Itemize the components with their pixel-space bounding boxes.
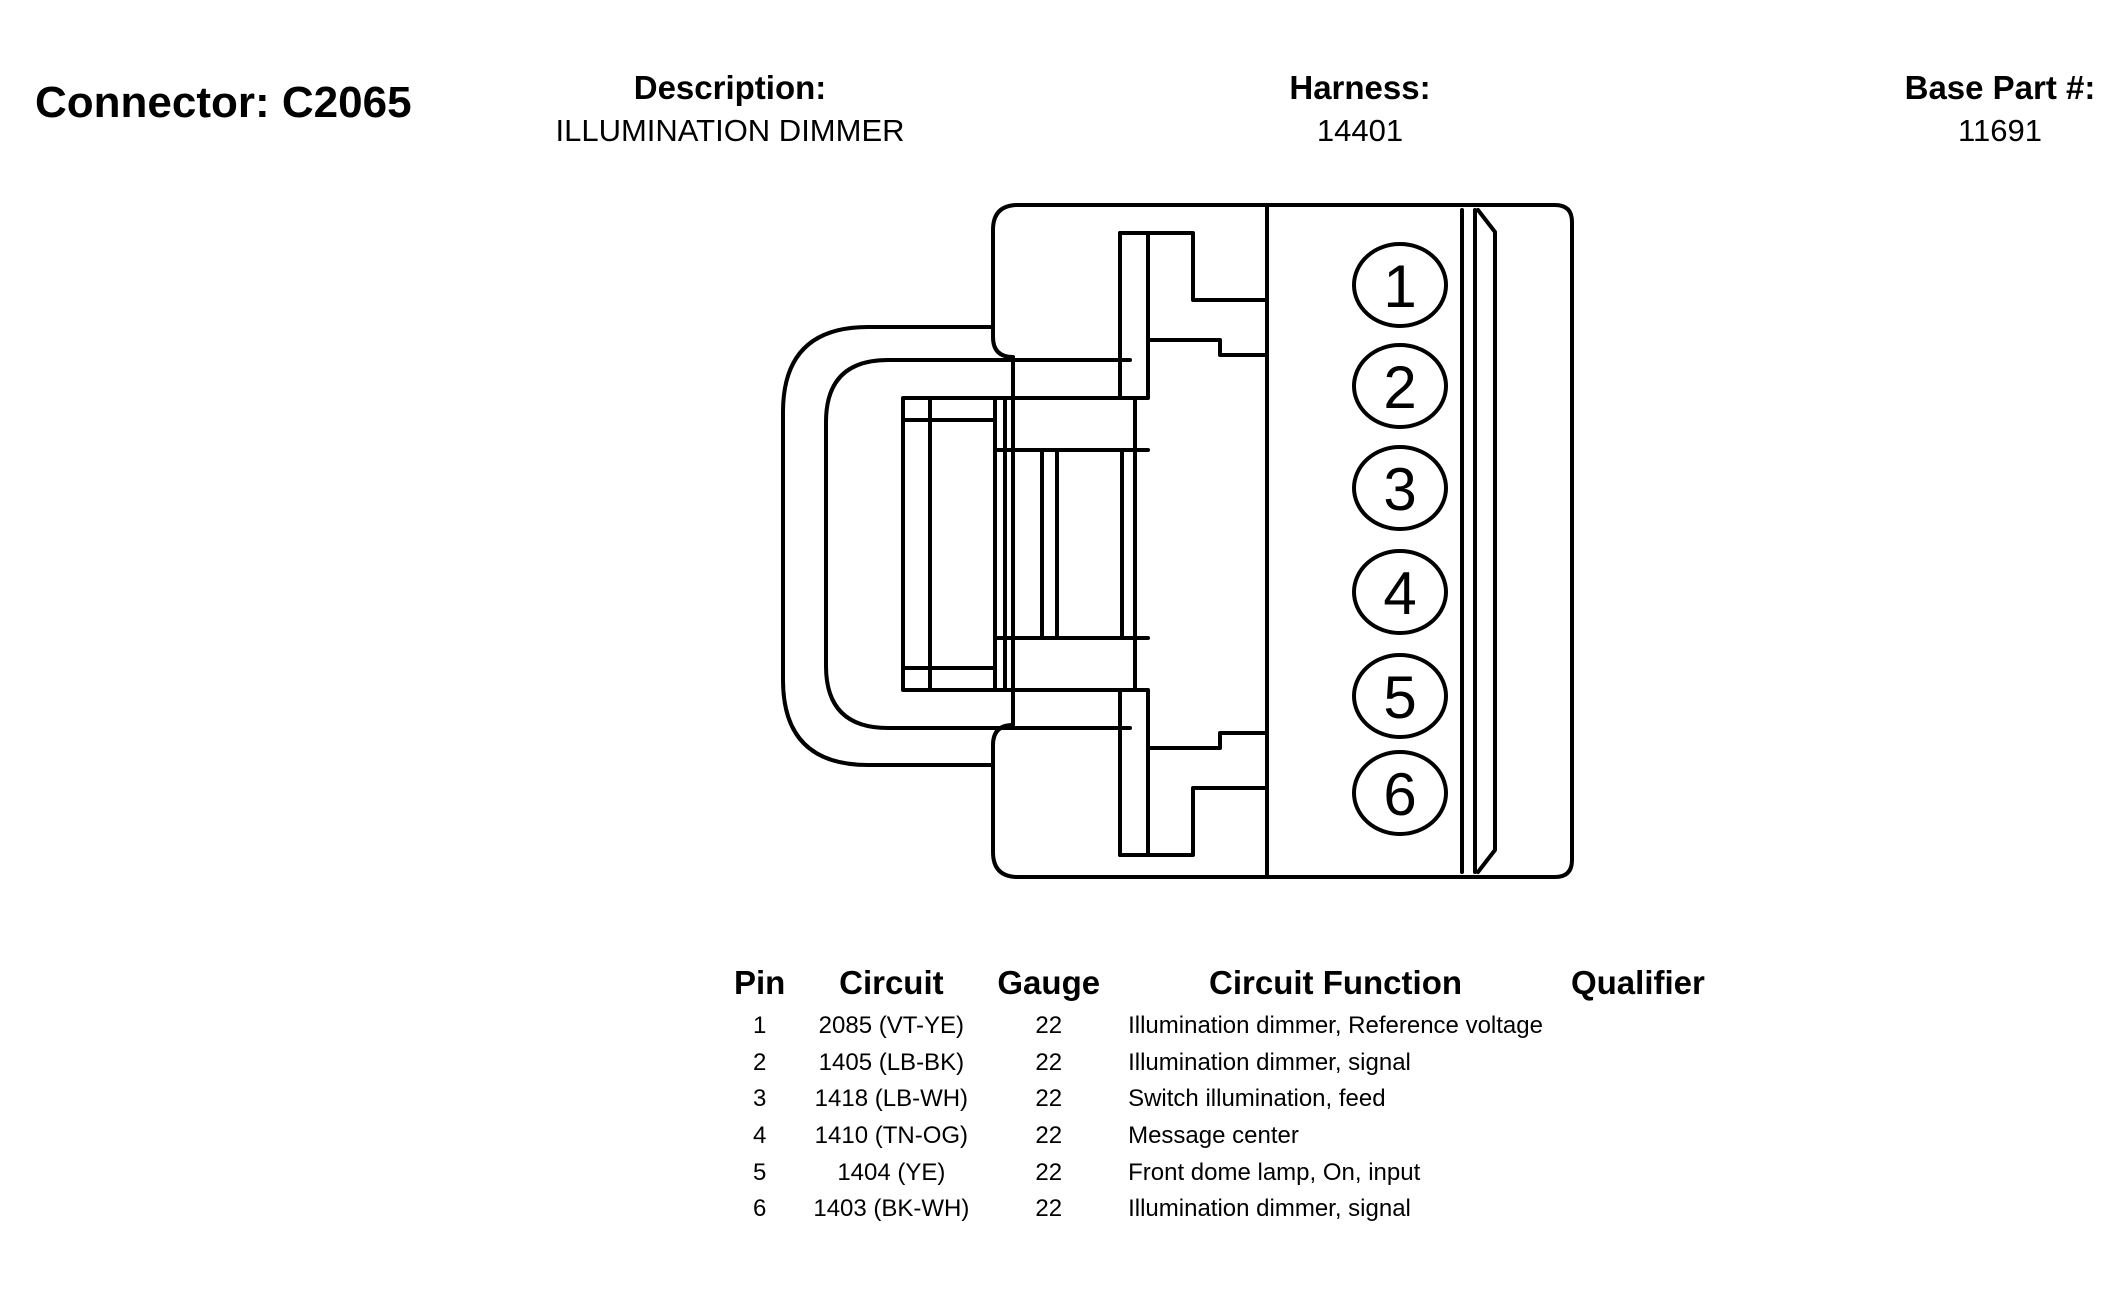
connector-body-outline	[991, 203, 1574, 879]
pin-cell: 1	[752, 1012, 767, 1040]
pin-2-cavity	[1352, 343, 1448, 429]
description-block: Description: ILLUMINATION DIMMER	[540, 68, 920, 154]
pin-6-number: 6	[1383, 761, 1416, 828]
latch-loop-inner	[824, 358, 1132, 730]
pin-5-number: 5	[1383, 664, 1416, 731]
pin-4-number: 4	[1383, 560, 1416, 627]
body-rib-curve	[1476, 208, 1497, 874]
circuit-cell: 1410 (TN-OG)	[814, 1122, 969, 1150]
table-row: 2 1405 (LB-BK) 22 Illumination dimmer, s…	[720, 1045, 1719, 1082]
table-row: 5 1404 (YE) 22 Front dome lamp, On, inpu…	[720, 1154, 1719, 1191]
table-row: 4 1410 (TN-OG) 22 Message center	[720, 1118, 1719, 1155]
col-circuit: Circuit	[839, 964, 944, 1001]
harness-value: 14401	[1316, 113, 1404, 148]
function-cell: Illumination dimmer, signal	[1128, 1048, 1411, 1076]
latch-loop-outer	[781, 325, 995, 767]
pin-5-cavity	[1352, 653, 1448, 739]
function-cell: Illumination dimmer, Reference voltage	[1128, 1012, 1543, 1040]
table-row: 1 2085 (VT-YE) 22 Illumination dimmer, R…	[720, 1008, 1719, 1045]
col-gauge: Gauge	[997, 964, 1101, 1001]
qualifier-cell	[1557, 1045, 1719, 1082]
circuit-cell: 1403 (BK-WH)	[813, 1195, 970, 1223]
upper-step-inner	[1146, 231, 1269, 302]
circuit-cell: 2085 (VT-YE)	[818, 1012, 965, 1040]
description-label: Description:	[633, 69, 827, 106]
col-qualifier: Qualifier	[1570, 964, 1705, 1001]
qualifier-cell	[1557, 1191, 1719, 1228]
central-tongue	[901, 396, 1137, 692]
base-part-value: 11691	[1958, 113, 2042, 148]
gauge-cell: 22	[1035, 1048, 1063, 1076]
pin-cell: 2	[752, 1048, 767, 1076]
pin-1-number: 1	[1383, 253, 1416, 320]
base-part-label: Base Part #:	[1904, 69, 2096, 106]
gauge-cell: 22	[1035, 1085, 1063, 1113]
function-cell: Switch illumination, feed	[1128, 1085, 1386, 1113]
lower-step	[1118, 731, 1269, 857]
qualifier-cell	[1557, 1118, 1719, 1155]
description-value: ILLUMINATION DIMMER	[555, 113, 905, 148]
gauge-cell: 22	[1035, 1158, 1063, 1186]
qualifier-cell	[1557, 1154, 1719, 1191]
function-cell: Message center	[1128, 1122, 1299, 1150]
lower-step-lead	[1118, 688, 1150, 857]
pin-1-cavity	[1352, 242, 1448, 328]
qualifier-cell	[1557, 1008, 1719, 1045]
col-circuit-function: Circuit Function	[1209, 964, 1463, 1001]
function-cell: Illumination dimmer, signal	[1128, 1195, 1411, 1223]
pin-2-number: 2	[1383, 354, 1416, 421]
function-cell: Front dome lamp, On, input	[1128, 1158, 1421, 1186]
gauge-cell: 22	[1035, 1122, 1063, 1150]
qualifier-cell	[1557, 1081, 1719, 1118]
base-part-block: Base Part #: 11691	[1850, 68, 2122, 154]
pin-4-cavity	[1352, 549, 1448, 635]
col-pin: Pin	[734, 964, 786, 1001]
pin-cell: 3	[752, 1085, 767, 1113]
gauge-cell: 22	[1035, 1012, 1063, 1040]
circuit-cell: 1418 (LB-WH)	[814, 1085, 969, 1113]
pin-cell: 6	[752, 1195, 767, 1223]
harness-label: Harness:	[1289, 69, 1431, 106]
harness-block: Harness: 14401	[1210, 68, 1510, 154]
gauge-cell: 22	[1035, 1195, 1063, 1223]
table-row: 6 1403 (BK-WH) 22 Illumination dimmer, s…	[720, 1191, 1719, 1228]
table-row: 3 1418 (LB-WH) 22 Switch illumination, f…	[720, 1081, 1719, 1118]
circuit-cell: 1405 (LB-BK)	[818, 1048, 965, 1076]
upper-step-lead	[1118, 231, 1150, 400]
pin-table: Pin Circuit Gauge Circuit Function Quali…	[720, 964, 1719, 1228]
pin-3-cavity	[1352, 445, 1448, 531]
pin-cell: 5	[752, 1158, 767, 1186]
upper-step	[1118, 231, 1269, 357]
connector-face-diagram: 1 2 3 4 5 6	[781, 203, 1574, 879]
pin-cell: 4	[752, 1122, 767, 1150]
circuit-cell: 1404 (YE)	[837, 1158, 946, 1186]
connector-title: Connector: C2065	[35, 78, 412, 127]
table-header-row: Pin Circuit Gauge Circuit Function Quali…	[720, 964, 1719, 1008]
pin-6-cavity	[1352, 750, 1448, 836]
lower-step-inner	[1146, 786, 1269, 857]
pin-3-number: 3	[1383, 456, 1416, 523]
